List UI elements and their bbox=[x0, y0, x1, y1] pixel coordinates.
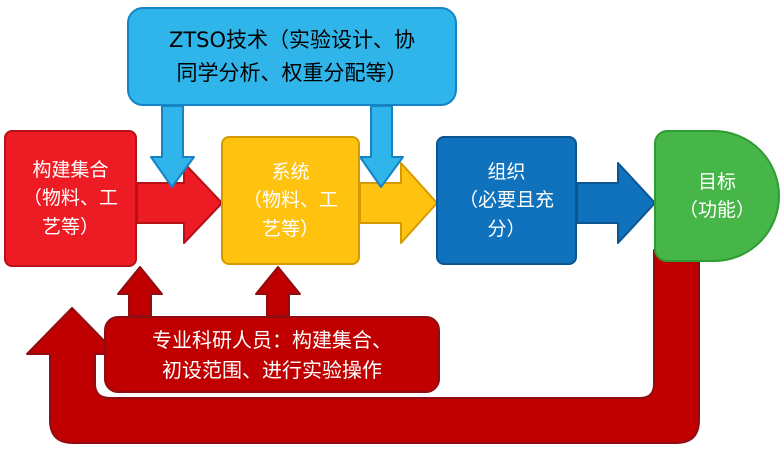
build-set-box: 构建集合 （物料、工 艺等） bbox=[4, 130, 137, 267]
arrow-organization-to-goal bbox=[576, 162, 656, 244]
personnel-up-arrow-left bbox=[117, 266, 163, 317]
system-label: 系统 （物料、工 艺等） bbox=[242, 160, 338, 240]
organization-box: 组织 （必要且充 分） bbox=[436, 136, 577, 265]
organization-label: 组织 （必要且充 分） bbox=[458, 160, 554, 240]
ztso-technology-box: ZTSO技术（实验设计、协 同学分析、权重分配等） bbox=[127, 7, 457, 106]
ztso-down-arrow-left bbox=[150, 105, 195, 188]
personnel-up-arrow-right bbox=[255, 266, 301, 317]
goal-shape: 目标 （功能） bbox=[654, 130, 780, 262]
arrow-build-to-system bbox=[136, 162, 223, 244]
personnel-label: 专业科研人员：构建集合、 初设范围、进行实验操作 bbox=[152, 327, 392, 382]
personnel-box: 专业科研人员：构建集合、 初设范围、进行实验操作 bbox=[104, 316, 440, 393]
goal-label: 目标 （功能） bbox=[678, 170, 755, 222]
ztso-down-arrow-right bbox=[359, 105, 404, 188]
ztso-technology-label: ZTSO技术（实验设计、协 同学分析、权重分配等） bbox=[168, 27, 416, 85]
system-box: 系统 （物料、工 艺等） bbox=[221, 136, 360, 265]
build-set-label: 构建集合 （物料、工 艺等） bbox=[22, 158, 118, 238]
